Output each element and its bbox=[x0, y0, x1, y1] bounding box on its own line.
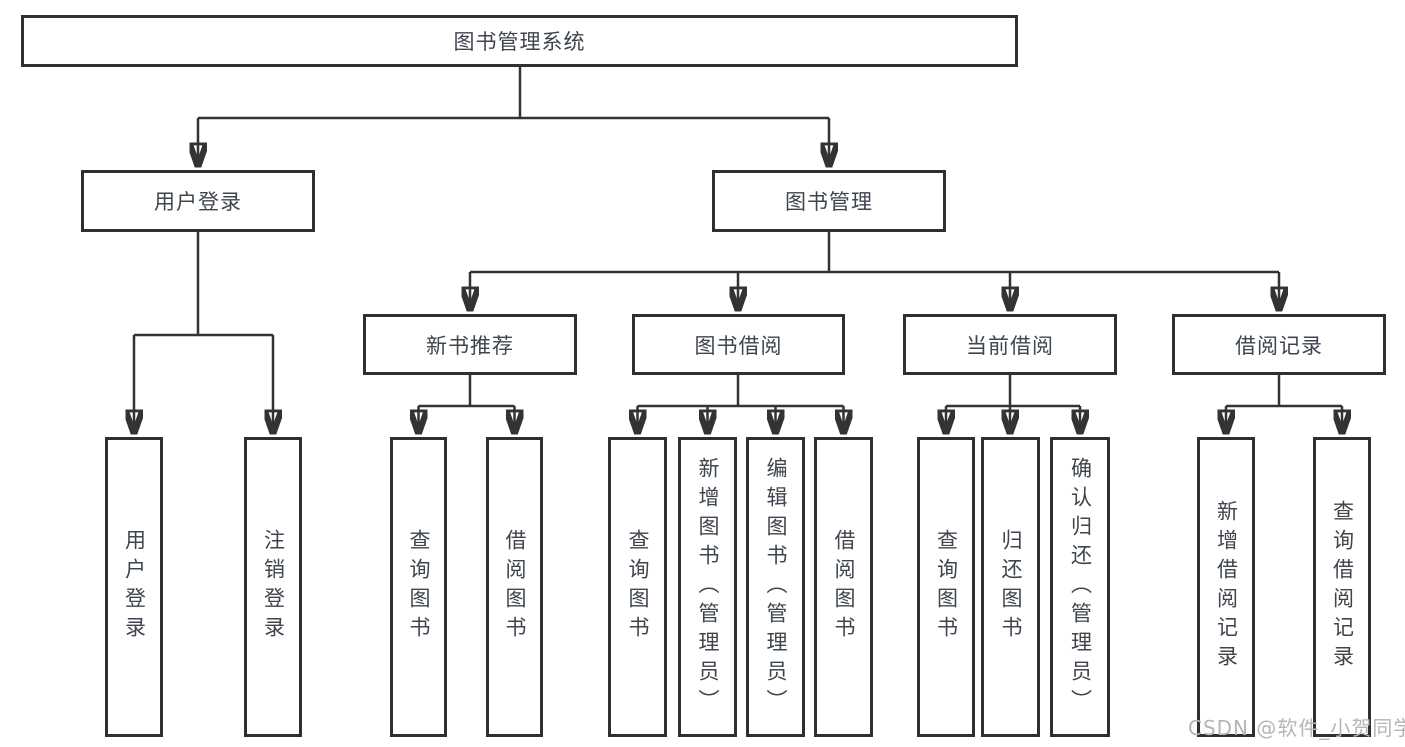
leaf-confirm-return-admin: 确认归还（管理员） bbox=[1050, 437, 1110, 737]
node-root-system: 图书管理系统 bbox=[21, 15, 1018, 67]
leaf-query-books: 查询图书 bbox=[917, 437, 975, 737]
leaf-query-books: 查询图书 bbox=[390, 437, 447, 737]
node-borrow-records: 借阅记录 bbox=[1172, 314, 1386, 375]
leaf-query-borrow-record: 查询借阅记录 bbox=[1313, 437, 1371, 737]
node-new-book-recommend: 新书推荐 bbox=[363, 314, 577, 375]
node-book-management: 图书管理 bbox=[712, 170, 946, 232]
leaf-borrow-books: 借阅图书 bbox=[486, 437, 543, 737]
leaf-borrow-books: 借阅图书 bbox=[814, 437, 873, 737]
leaf-edit-books-admin: 编辑图书（管理员） bbox=[746, 437, 805, 737]
leaf-add-borrow-record: 新增借阅记录 bbox=[1197, 437, 1255, 737]
leaf-query-books: 查询图书 bbox=[608, 437, 667, 737]
leaf-add-books-admin: 新增图书（管理员） bbox=[678, 437, 737, 737]
node-book-borrow: 图书借阅 bbox=[632, 314, 845, 375]
leaf-return-books: 归还图书 bbox=[981, 437, 1040, 737]
node-current-borrow: 当前借阅 bbox=[903, 314, 1117, 375]
leaf-logout: 注销登录 bbox=[244, 437, 302, 737]
node-user-login-branch: 用户登录 bbox=[81, 170, 315, 232]
leaf-user-login: 用户登录 bbox=[105, 437, 163, 737]
csdn-watermark: CSDN @软件_小贺同学 bbox=[1188, 716, 1405, 740]
